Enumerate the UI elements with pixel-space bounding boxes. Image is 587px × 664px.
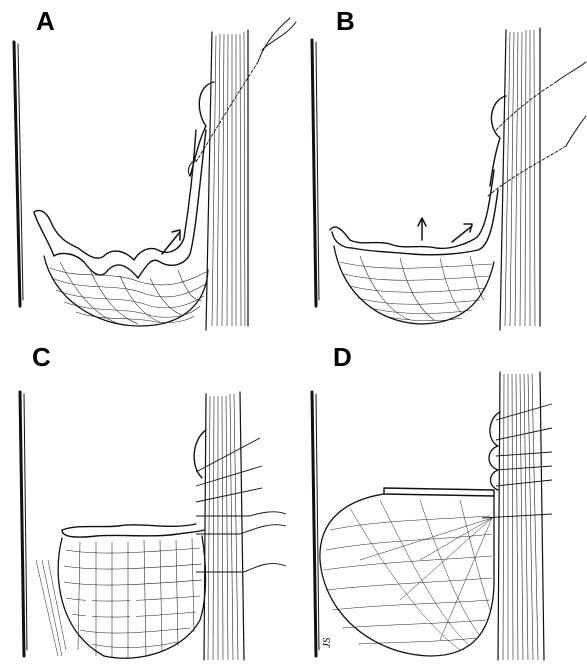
panel-label-a: A bbox=[36, 6, 55, 36]
panel-b bbox=[312, 28, 586, 330]
wall-line bbox=[20, 392, 24, 656]
wall-line bbox=[312, 40, 316, 306]
tissue-fold bbox=[34, 130, 206, 278]
panel-label-c: C bbox=[32, 342, 51, 372]
tissue-fold bbox=[62, 524, 204, 537]
panel-c bbox=[20, 392, 286, 660]
panel-label-d: D bbox=[333, 342, 352, 372]
tissue-fold bbox=[330, 170, 498, 255]
artist-initials: JS bbox=[321, 637, 333, 648]
panel-d: JS bbox=[312, 372, 552, 660]
wall-line bbox=[312, 392, 316, 656]
panel-label-b: B bbox=[336, 6, 355, 36]
panel-a bbox=[14, 18, 296, 330]
